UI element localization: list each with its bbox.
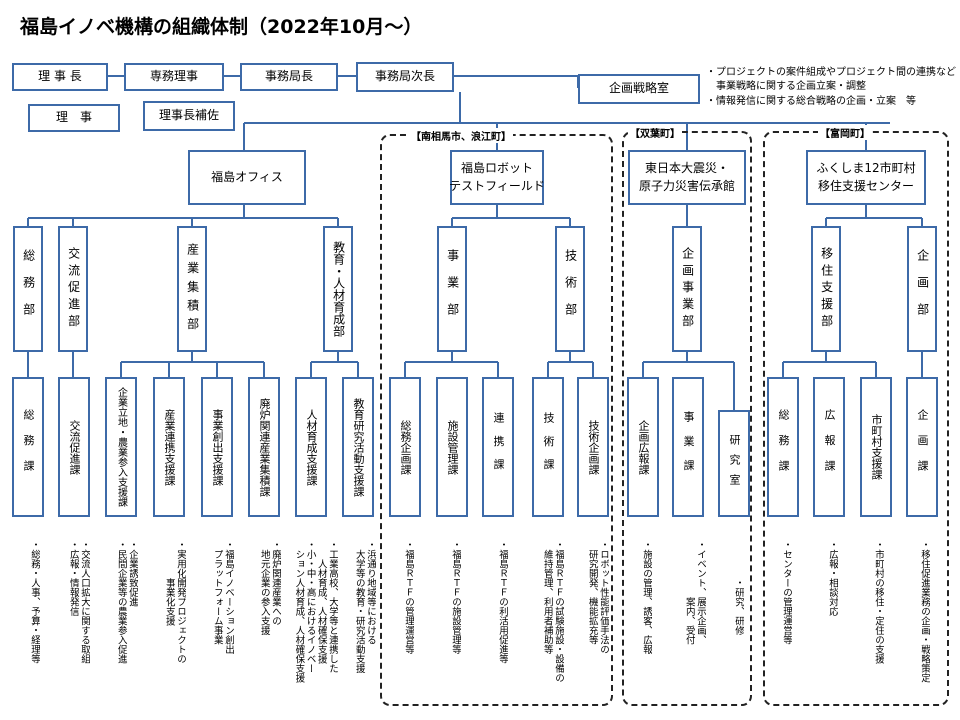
task-tech-planning: ・ロボット性能評価手法の 研究開発、機能拡充等 [586, 540, 609, 654]
planning-note: ・プロジェクトの案件組成やプロジェクト間の連携など [706, 67, 956, 78]
section-tech-planning: 技術企画課 [577, 377, 609, 517]
region-label-futaba: 【双葉町】 [628, 125, 682, 140]
rtf-box: 福島ロボット テストフィールド [449, 150, 545, 205]
migration-center-box: ふくしま12市町村 移住支援センター [806, 150, 926, 205]
dept-general: 総務部 [13, 226, 43, 352]
task-exchange: ・交流人口拡大に関する取組 ・広報・情報発信 [67, 540, 90, 664]
task-municipal: ・市町村の移住・定住の支援 [873, 540, 884, 664]
section-exchange: 交流促進課 [58, 377, 90, 517]
region-label-tomioka: 【富岡町】 [818, 125, 872, 140]
task-siting: ・企業誘致促進 ・民間企業等の農業参入促進 [115, 540, 138, 664]
dept-migration-support: 移住支援部 [811, 226, 841, 352]
director-box: 理 事 [28, 104, 120, 132]
task-decommissioning: ・廃炉関連産業への 地元企業の参入支援 [258, 540, 281, 635]
task-archive-business: ・イベント、展示企画、 案内、受付 [683, 540, 706, 645]
chairman-box: 理 事 長 [12, 63, 108, 91]
section-general: 総務課 [12, 377, 44, 517]
section-collaboration: 産業連携支援課 [153, 377, 185, 517]
secretary-general-box: 事務局長 [240, 63, 338, 91]
section-edu-research: 教育研究活動支援課 [342, 377, 374, 517]
planning-note: 事業戦略に関する企画立案・調整 [706, 81, 866, 92]
planning-note: ・情報発信に関する総合戦略の企画・立案 等 [706, 96, 916, 107]
section-archive-planning: 企画広報課 [627, 377, 659, 517]
section-technology: 技術課 [532, 377, 564, 517]
dept-business: 事業部 [437, 226, 467, 352]
page-title: 福島イノベ機構の組織体制（2022年10月～） [20, 16, 423, 38]
task-mig-planning: ・移住促進業務の企画・戦略策定 [919, 540, 930, 683]
section-pr: 広報課 [813, 377, 845, 517]
task-collaboration: ・実用化開発プロジェクトの 事業化支援 [163, 540, 186, 664]
task-technology: ・福島ＲＴＦの試験施設・設備の 維持管理、利用者補助等 [541, 540, 564, 683]
managing-director-box: 専務理事 [124, 63, 224, 91]
section-cooperation: 連携課 [482, 377, 514, 517]
task-pr: ・広報・相談対応 [827, 540, 838, 616]
task-hr-dev: ・工業高校、大学等と連携した 人材育成、人材確保支援 ・小・中・高におけるイノベ… [293, 540, 338, 683]
fukushima-office-box: 福島オフィス [188, 150, 306, 205]
section-mig-planning: 企画課 [906, 377, 938, 517]
deputy-secretary-general-box: 事務局次長 [356, 62, 454, 92]
section-startup: 事業創出支援課 [201, 377, 233, 517]
task-mig-general: ・センターの管理運営等 [781, 540, 792, 645]
dept-exchange: 交流促進部 [58, 226, 88, 352]
section-rtf-general-planning: 総務企画課 [389, 377, 421, 517]
planning-strategy-box: 企画戦略室 [578, 74, 700, 104]
section-archive-business: 事業課 [672, 377, 704, 517]
task-archive-planning: ・施設の管理、誘客、広報 [641, 540, 652, 654]
region-frame-futaba [622, 131, 752, 706]
dept-education: 教育・人材育成部 [323, 226, 353, 352]
dept-planning-business: 企画事業部 [672, 226, 702, 352]
section-decommissioning: 廃炉関連産業集積課 [248, 377, 280, 517]
section-siting: 企業立地・農業参入支援課 [105, 377, 137, 517]
task-general: ・総務・人事、予算・経理等 [29, 540, 40, 664]
task-rtf-general-planning: ・福島ＲＴＦの管理運営等 [403, 540, 414, 654]
task-edu-research: ・浜通り地域等における 大学等の教育・研究活動支援 [353, 540, 376, 673]
dept-planning: 企画部 [907, 226, 937, 352]
section-hr-dev: 人材育成支援課 [295, 377, 327, 517]
dept-industry: 産業集積部 [177, 226, 207, 352]
dept-technical: 技術部 [555, 226, 585, 352]
section-municipal: 市町村支援課 [860, 377, 892, 517]
task-research-room: ・研究、研修 [733, 578, 744, 635]
section-research-room: 研究室 [718, 410, 750, 517]
region-label-minamisoma: 【南相馬市、浪江町】 [409, 128, 513, 143]
task-facility: ・福島ＲＴＦの施設管理等 [450, 540, 461, 654]
section-mig-general: 総務課 [767, 377, 799, 517]
section-facility: 施設管理課 [436, 377, 468, 517]
chairman-assistant-box: 理事長補佐 [143, 101, 235, 131]
task-startup: ・福島イノベーション創出 プラットフォーム事業 [211, 540, 234, 654]
archive-box: 東日本大震災・ 原子力災害伝承館 [628, 150, 746, 205]
task-cooperation: ・福島ＲＴＦの利活用促進等 [497, 540, 508, 664]
